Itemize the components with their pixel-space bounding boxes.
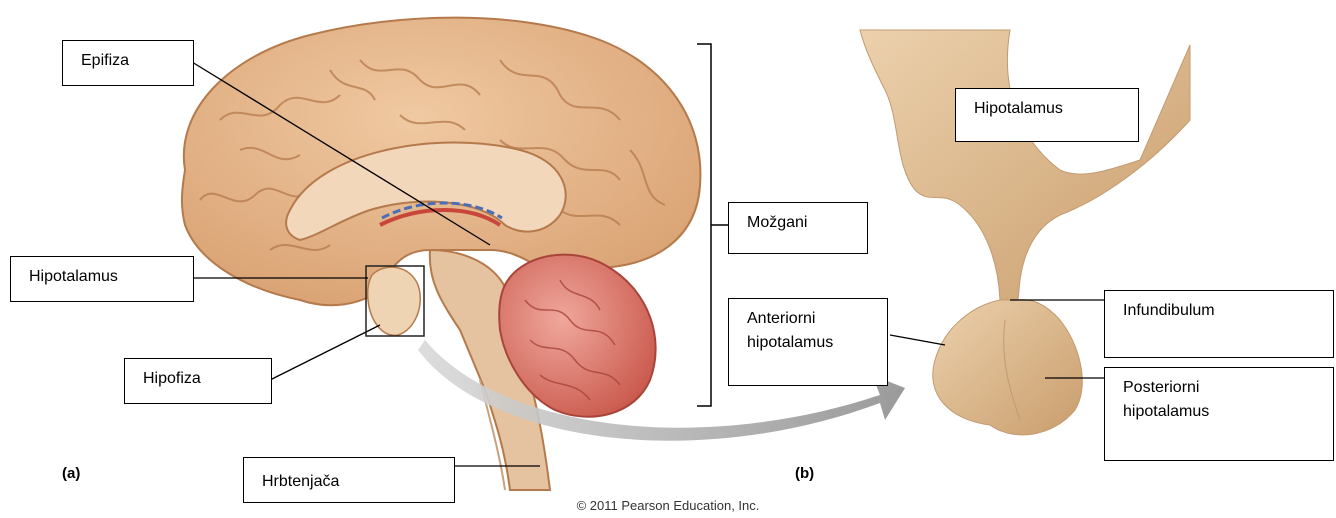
panel-b-label: (b) <box>795 465 814 482</box>
label-hipofiza: Hipofiza <box>124 358 272 404</box>
label-infundibulum: Infundibulum <box>1104 290 1334 358</box>
label-anteriorni-hipotalamus: Anteriorni hipotalamus <box>728 298 888 386</box>
label-hipotalamus-left: Hipotalamus <box>10 256 194 302</box>
brain-bracket <box>697 44 728 406</box>
pituitary-region <box>366 266 424 336</box>
label-hrbtenjaca: Hrbtenjača <box>243 457 455 503</box>
label-hipotalamus-right: Hipotalamus <box>955 88 1139 142</box>
label-anteriorni-line1: Anteriorni <box>747 307 869 331</box>
panel-a-label: (a) <box>62 465 80 482</box>
label-anteriorni-line2: hipotalamus <box>747 331 869 355</box>
label-posteriorni-hipotalamus: Posteriorni hipotalamus <box>1104 367 1334 461</box>
label-posteriorni-line1: Posteriorni <box>1123 376 1315 400</box>
label-posteriorni-line2: hipotalamus <box>1123 400 1315 424</box>
label-epifiza: Epifiza <box>62 40 194 86</box>
copyright-notice: © 2011 Pearson Education, Inc. <box>0 498 1336 513</box>
label-mozgani: Možgani <box>728 202 868 254</box>
